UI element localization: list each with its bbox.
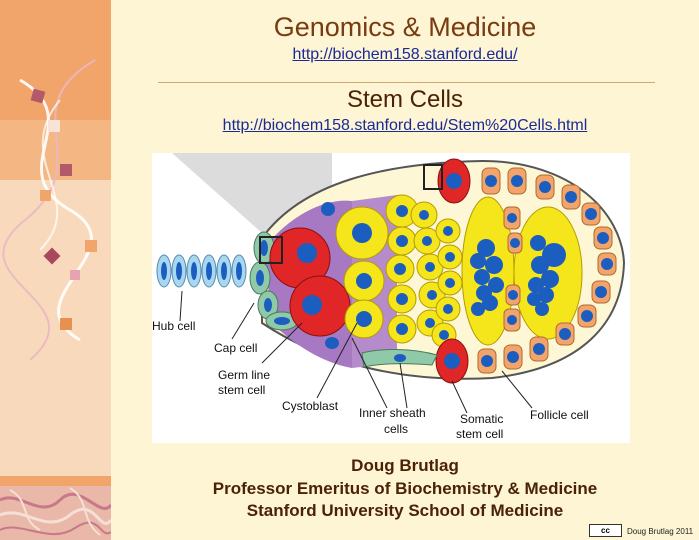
author-title: Professor Emeritus of Biochemistry & Med… bbox=[212, 479, 598, 498]
author-name: Doug Brutlag bbox=[351, 456, 459, 475]
label-somatic-2: stem cell bbox=[456, 427, 503, 441]
label-inner-sheath-2: cells bbox=[384, 422, 408, 436]
label-somatic-1: Somatic bbox=[460, 412, 503, 426]
follicle-cells bbox=[477, 167, 617, 374]
label-cystoblast: Cystoblast bbox=[282, 399, 339, 413]
leader-lines bbox=[179, 290, 533, 414]
ovary-germarium-diagram: Hub cell Cap cell Germ line stem cell Cy… bbox=[152, 153, 630, 443]
author-institution: Stanford University School of Medicine bbox=[246, 501, 564, 520]
hub-cells bbox=[156, 254, 247, 288]
somatic-stem-cells bbox=[423, 158, 471, 384]
label-hub-cell: Hub cell bbox=[152, 319, 195, 333]
slide-subtitle: Stem Cells bbox=[346, 86, 464, 113]
creative-commons-icon: cc bbox=[589, 524, 622, 537]
label-cap-cell: Cap cell bbox=[214, 341, 257, 355]
label-follicle-cell: Follicle cell bbox=[530, 408, 589, 422]
title-divider bbox=[158, 82, 655, 83]
topic-url-link[interactable]: http://biochem158.stanford.edu/Stem%20Ce… bbox=[222, 117, 588, 134]
germline-stem-cells bbox=[259, 227, 351, 337]
slide-title: Genomics & Medicine bbox=[273, 12, 537, 42]
decorative-sidebar bbox=[0, 0, 111, 540]
label-germ-line-1: Germ line bbox=[218, 368, 270, 382]
copyright-notice: Doug Brutlag 2011 bbox=[627, 527, 694, 536]
label-germ-line-2: stem cell bbox=[218, 383, 265, 397]
course-url-link[interactable]: http://biochem158.stanford.edu/ bbox=[292, 46, 518, 63]
label-inner-sheath-1: Inner sheath bbox=[359, 406, 426, 420]
egg-chambers bbox=[461, 196, 583, 346]
